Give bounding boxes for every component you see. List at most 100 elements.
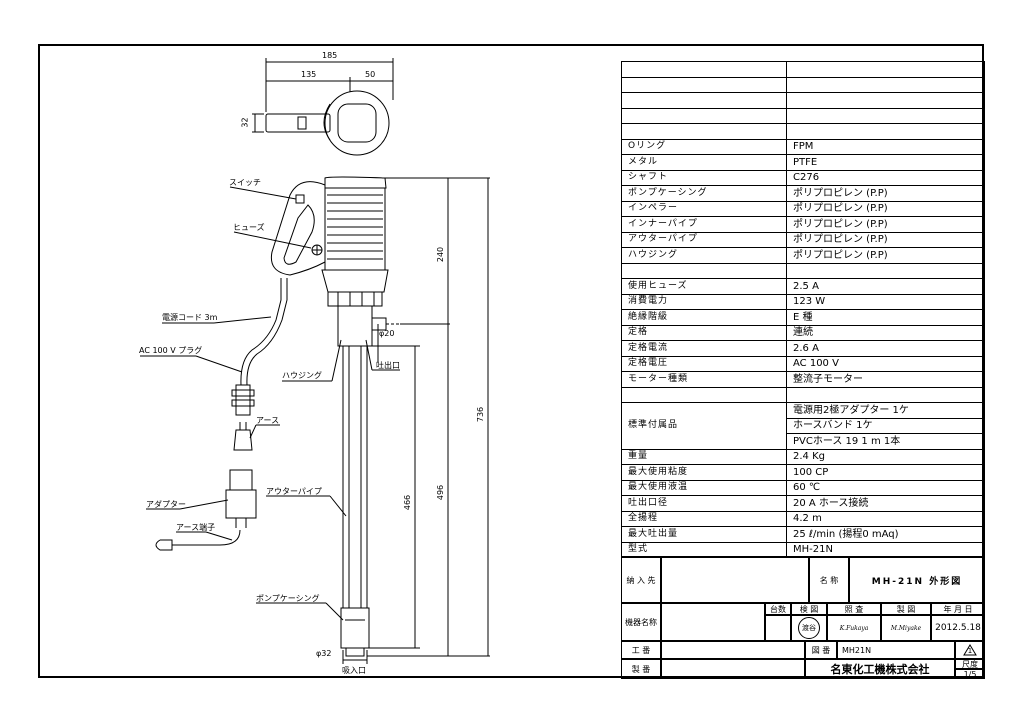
spec-value: 4.2 m [786, 510, 985, 527]
label-outlet: 吐出口 [376, 361, 400, 370]
power-cord [231, 278, 288, 451]
date-value: 2012.5.18 [931, 615, 985, 641]
spec-key: シャフト [621, 169, 787, 186]
spec-value [786, 107, 985, 124]
triangle-icon [963, 644, 977, 656]
accessory-item: 電源用2極アダプター 1ケ [786, 402, 985, 419]
delivery-value [661, 557, 809, 603]
spec-value: ポリプロピレン (P.P) [786, 247, 985, 264]
spec-row: 定格連続 [621, 324, 985, 341]
top-view [252, 58, 394, 156]
spec-key: 絶縁階級 [621, 309, 787, 326]
checked-stamp-cell: 渡谷 [791, 615, 827, 641]
title-block: 納 入 先 名 称 MH-21N 外形図 機器名称 台数 検 図 渡谷 照 査 … [621, 556, 985, 679]
spec-key [621, 262, 787, 279]
scale-label: 尺度 [955, 659, 985, 669]
spec-key: メタル [621, 154, 787, 171]
dim-240: 240 [436, 246, 446, 263]
spec-value: 25 ℓ/min (揚程0 mAq) [786, 526, 985, 543]
adapter [155, 469, 257, 551]
spec-row: インペラーポリプロピレン (P.P) [621, 200, 985, 217]
label-inlet: 吸入口 [342, 666, 366, 675]
spec-value: ポリプロピレン (P.P) [786, 185, 985, 202]
spec-key: 全揚程 [621, 510, 787, 527]
label-housing: ハウジング [282, 371, 322, 380]
drawing-name: MH-21N 外形図 [849, 557, 985, 603]
label-pipe-dia: φ32 [316, 649, 332, 658]
name-label: 名 称 [809, 557, 849, 603]
units-label: 台数 [765, 603, 791, 615]
spec-value [786, 61, 985, 78]
accessories-key: 標準付属品 [621, 402, 787, 450]
leader-lines [140, 186, 400, 621]
spec-value: 2.4 Kg [786, 448, 985, 465]
label-switch: スイッチ [229, 178, 261, 187]
spec-value [786, 76, 985, 93]
drawn-label: 製 図 [881, 603, 931, 615]
spec-value: 連続 [786, 324, 985, 341]
dim-466: 466 [403, 494, 413, 511]
spec-value: 100 CP [786, 464, 985, 481]
spec-value [786, 123, 985, 140]
spec-value: ポリプロピレン (P.P) [786, 216, 985, 233]
spec-key [621, 92, 787, 109]
dim-496: 496 [436, 484, 446, 501]
label-fuse: ヒューズ [233, 223, 265, 232]
spec-value: PTFE [786, 154, 985, 171]
spec-key: 吐出口径 [621, 495, 787, 512]
company-name: 名東化工機株式会社 [805, 659, 955, 679]
spec-row [621, 61, 985, 78]
spec-value: E 種 [786, 309, 985, 326]
spec-row: ハウジングポリプロピレン (P.P) [621, 247, 985, 264]
equipment-value [661, 603, 765, 641]
checker-stamp: 渡谷 [798, 617, 820, 639]
spec-value: ポリプロピレン (P.P) [786, 231, 985, 248]
spec-row [621, 92, 985, 109]
spec-key: 定格 [621, 324, 787, 341]
spec-value: 123 W [786, 293, 985, 310]
delivery-label: 納 入 先 [621, 557, 661, 603]
scale-value: 1/5 [955, 669, 985, 679]
spec-value: FPM [786, 138, 985, 155]
maker-value [661, 659, 805, 679]
label-outer-pipe: アウターパイプ [266, 487, 322, 496]
dim-handle-height: 32 [240, 117, 250, 128]
work-label: 工 番 [621, 641, 661, 659]
spec-key [621, 123, 787, 140]
maker-label: 製 番 [621, 659, 661, 679]
accessory-item: PVCホース 19 1 m 1本 [786, 433, 985, 450]
spec-row: ポンプケーシングポリプロピレン (P.P) [621, 185, 985, 202]
accessory-item: ホースバンド 1ケ [786, 417, 985, 434]
spec-key: インペラー [621, 200, 787, 217]
spec-key: 最大吐出量 [621, 526, 787, 543]
spec-key: 消費電力 [621, 293, 787, 310]
spec-row: 標準付属品電源用2極アダプター 1ケ [621, 402, 985, 450]
label-outlet-dia: φ20 [379, 329, 395, 338]
spec-value [786, 386, 985, 403]
drawing-no-label: 図 番 [805, 641, 837, 659]
spec-row [621, 386, 985, 403]
spec-key: 最大使用液温 [621, 479, 787, 496]
spec-value: 2.5 A [786, 278, 985, 295]
motor-housing [321, 176, 400, 347]
dim-736: 736 [476, 406, 486, 423]
spec-key: 定格電圧 [621, 355, 787, 372]
spec-key [621, 76, 787, 93]
spec-key: ポンプケーシング [621, 185, 787, 202]
drawing-no: MH21N [837, 641, 955, 659]
checked-label: 検 図 [791, 603, 827, 615]
spec-key [621, 61, 787, 78]
spec-key: 重量 [621, 448, 787, 465]
